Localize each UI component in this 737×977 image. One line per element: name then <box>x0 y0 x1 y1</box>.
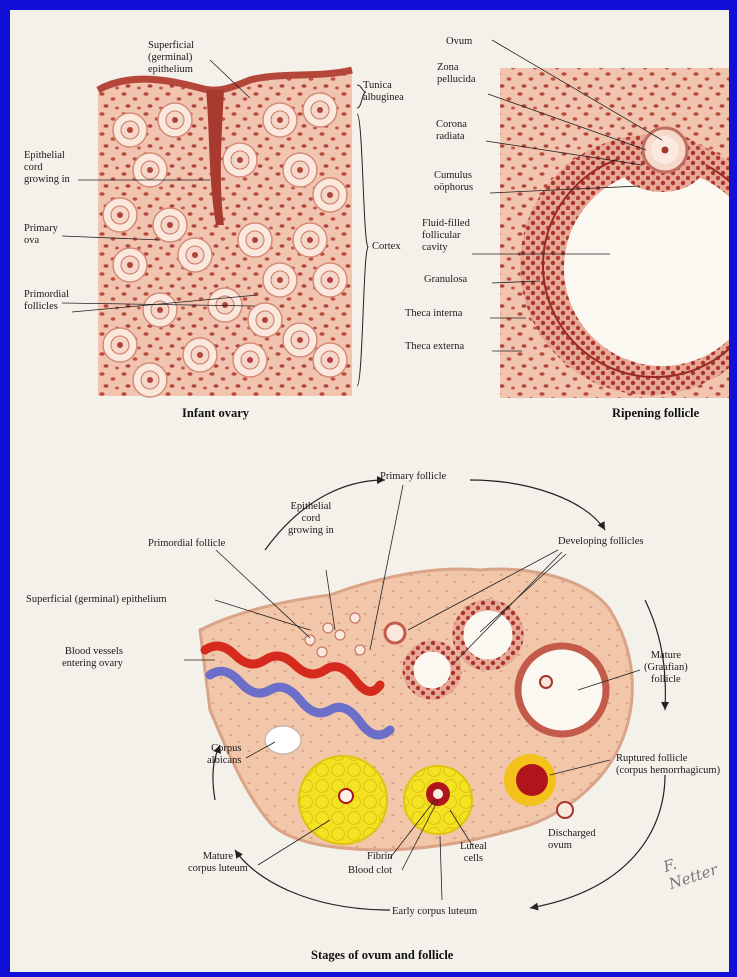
caption-stages: Stages of ovum and follicle <box>311 948 453 963</box>
primordial-follicle-small <box>317 647 327 657</box>
cycle-arrow-to-developing <box>470 480 605 530</box>
label-cortex: Cortex <box>372 241 401 253</box>
label-granulosa: Granulosa <box>424 274 467 286</box>
ovum-nucleus <box>167 222 173 228</box>
cortex-brace <box>357 114 368 386</box>
developing-follicle-2 <box>458 605 518 665</box>
label-fluid-filled-cavity: Fluid-filled follicular cavity <box>422 218 470 254</box>
ovum-nucleus <box>147 167 153 173</box>
label-primordial-follicles: Primordial follicles <box>24 289 69 313</box>
label-ovum: Ovum <box>446 36 472 48</box>
diagram-artwork <box>10 10 729 972</box>
ovum-nucleus <box>277 277 283 283</box>
label-developing-follicles: Developing follicles <box>558 536 643 548</box>
cycle-arrowhead <box>661 702 669 710</box>
ovum-nucleus <box>247 357 253 363</box>
ovum-nucleus <box>327 357 333 363</box>
label-ruptured-follicle: Ruptured follicle (corpus hemorrhagicum) <box>616 753 720 777</box>
ovum-nucleus <box>307 237 313 243</box>
label-primordial-follicle: Primordial follicle <box>148 538 225 550</box>
developing-follicle-1 <box>408 646 456 694</box>
label-superficial-germinal-epithelium: Superficial (germinal) epithelium <box>148 40 194 76</box>
ovum-nucleus <box>317 107 323 113</box>
label-mature-corpus-luteum: Mature corpus luteum <box>188 851 248 875</box>
primordial-follicle-small <box>350 613 360 623</box>
ovum-nucleus <box>192 252 198 258</box>
caption-ripening-follicle: Ripening follicle <box>612 406 699 421</box>
primordial-follicle-small <box>323 623 333 633</box>
label-cumulus-oophorus: Cumulus oöphorus <box>434 170 473 194</box>
ovum-nucleus-rf <box>662 147 669 154</box>
primordial-follicle-small <box>355 645 365 655</box>
graafian-ovum <box>540 676 552 688</box>
ovum-nucleus <box>237 157 243 163</box>
label-mature-graafian-follicle: Mature (Graafian) follicle <box>644 650 688 686</box>
label-theca-interna: Theca interna <box>405 308 462 320</box>
ovum-nucleus <box>297 167 303 173</box>
illustration-page: Superficial (germinal) epithelium Tunica… <box>10 10 729 972</box>
label-corpus-albicans: Corpus albicans <box>207 743 241 767</box>
ovum-nucleus <box>277 117 283 123</box>
primordial-follicle-small <box>305 635 315 645</box>
infant-ovary-illustration <box>98 70 368 397</box>
ovum-nucleus <box>117 212 123 218</box>
ovum-nucleus <box>147 377 153 383</box>
label-discharged-ovum: Discharged ovum <box>548 828 596 852</box>
discharged-ovum <box>557 802 573 818</box>
label-early-corpus-luteum: Early corpus luteum <box>392 906 477 918</box>
ovum-nucleus <box>197 352 203 358</box>
mature-luteum-center <box>339 789 353 803</box>
label-blood-vessels: Blood vessels entering ovary <box>62 646 123 670</box>
graafian-follicle <box>518 646 606 734</box>
label-tunica-albuginea: Tunica albuginea <box>363 80 404 104</box>
label-blood-clot: Blood clot <box>348 865 392 877</box>
ovum-nucleus <box>297 337 303 343</box>
ovum-nucleus <box>327 192 333 198</box>
label-epithelial-cord-stages: Epithelial cord growing in <box>288 501 334 537</box>
label-primary-follicle: Primary follicle <box>380 471 446 483</box>
ripening-follicle-illustration <box>500 68 729 398</box>
label-zona-pellucida: Zona pellucida <box>437 62 475 86</box>
label-corona-radiata: Corona radiata <box>436 119 467 143</box>
label-fibrin: Fibrin <box>367 851 393 863</box>
ovum-nucleus <box>157 307 163 313</box>
ovum-nucleus <box>222 302 228 308</box>
ovum-nucleus <box>262 317 268 323</box>
ovum-nucleus <box>127 127 133 133</box>
label-epithelial-cord-infant: Epithelial cord growing in <box>24 150 70 186</box>
label-superficial-epithelium-stages: Superficial (germinal) epithelium <box>26 594 167 606</box>
ovum-nucleus <box>117 342 123 348</box>
corpus-albicans <box>265 726 301 754</box>
label-luteal-cells: Luteal cells <box>460 841 487 865</box>
label-theca-externa: Theca externa <box>405 341 464 353</box>
early-luteum-fibrin <box>433 789 443 799</box>
primary-follicle <box>385 623 405 643</box>
caption-infant-ovary: Infant ovary <box>182 406 249 421</box>
ruptured-clot <box>516 764 548 796</box>
ovum-nucleus <box>127 262 133 268</box>
ovum-nucleus <box>327 277 333 283</box>
ovum-nucleus <box>172 117 178 123</box>
primordial-follicle-small <box>335 630 345 640</box>
label-primary-ova: Primary ova <box>24 223 58 247</box>
ovum-nucleus <box>252 237 258 243</box>
